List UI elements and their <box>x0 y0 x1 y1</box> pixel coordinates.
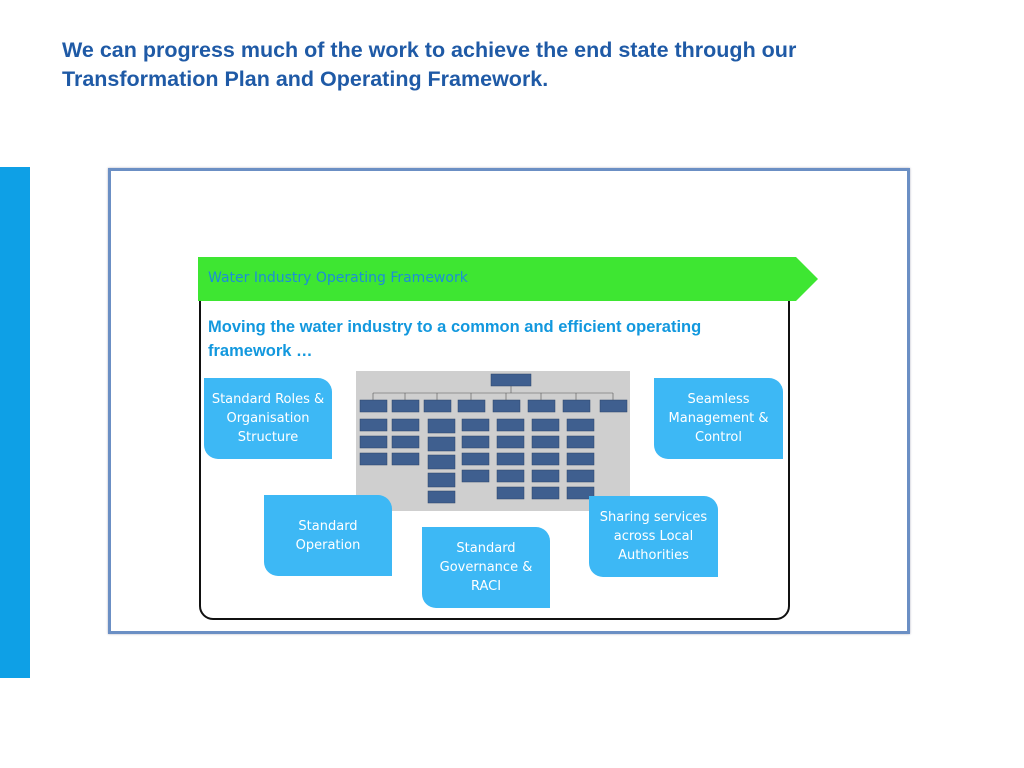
left-accent-bar <box>0 167 30 678</box>
card-sharing-services-label: Sharing services across Local Authoritie… <box>599 510 708 563</box>
card-standard-roles-label: Standard Roles & Organisation Structure <box>211 392 325 445</box>
banner-label: Water Industry Operating Framework <box>208 270 468 286</box>
card-seamless-management: Seamless Management & Control <box>654 378 783 459</box>
card-seamless-management-label: Seamless Management & Control <box>668 392 769 445</box>
card-standard-governance: Standard Governance & RACI <box>422 527 550 608</box>
slide-title: We can progress much of the work to achi… <box>62 38 797 91</box>
banner-arrow-shape <box>198 257 818 301</box>
org-chart-thumbnail <box>356 371 630 511</box>
card-standard-governance-label: Standard Governance & RACI <box>439 541 533 594</box>
card-standard-roles: Standard Roles & Organisation Structure <box>204 378 332 459</box>
card-standard-operation: Standard Operation <box>264 495 392 576</box>
framework-banner: Water Industry Operating Framework <box>198 257 820 301</box>
org-chart-image <box>359 373 628 504</box>
card-standard-operation-label: Standard Operation <box>295 518 361 553</box>
framework-subtitle: Moving the water industry to a common an… <box>208 318 702 360</box>
card-sharing-services: Sharing services across Local Authoritie… <box>589 496 718 577</box>
